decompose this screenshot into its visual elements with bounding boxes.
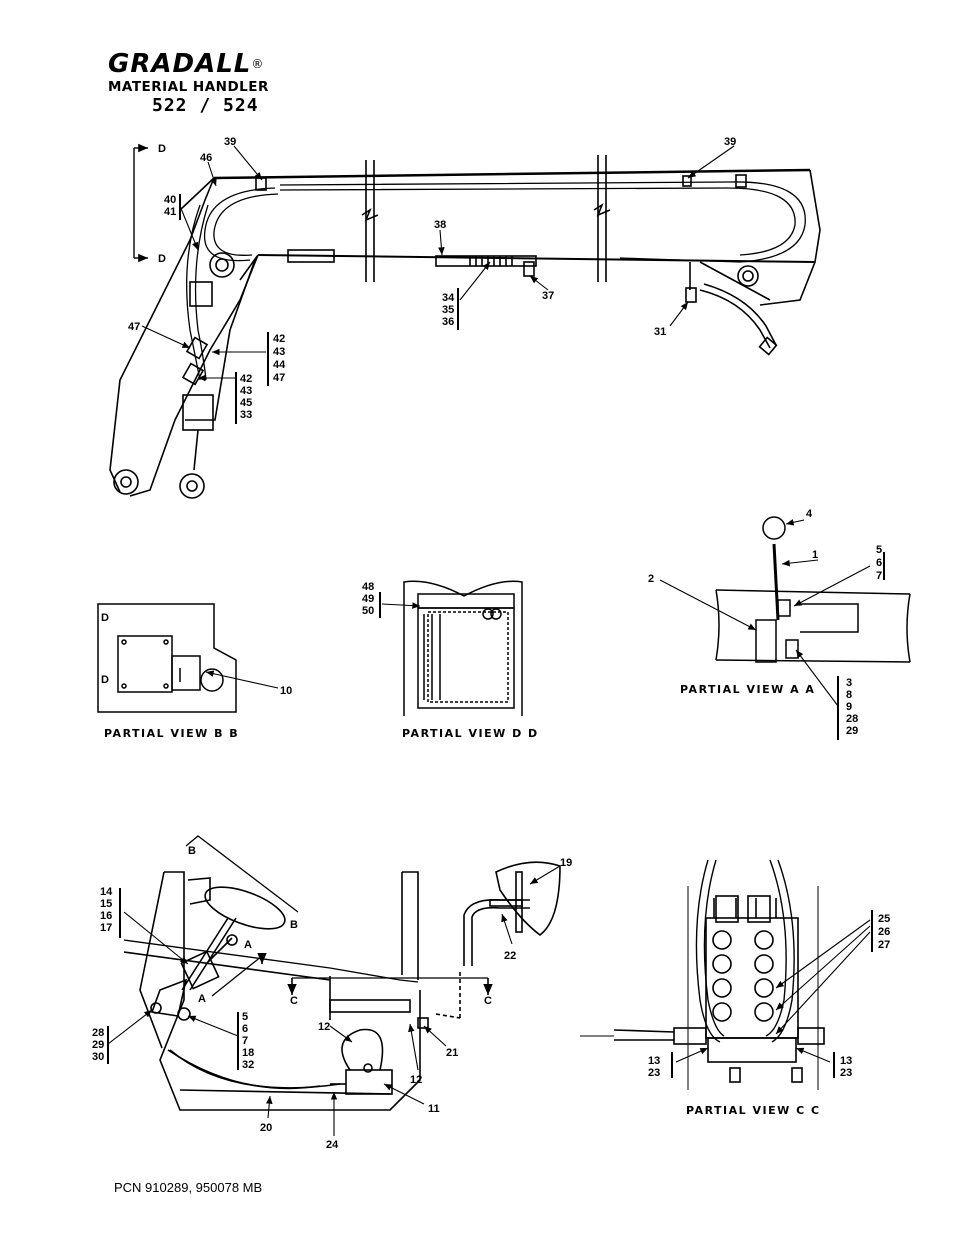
caption-view-bb: PARTIAL VIEW B B <box>104 727 239 740</box>
callout-34: 34 <box>442 292 455 304</box>
section-b-top: B <box>188 845 196 857</box>
callout-12a: 12 <box>318 1021 330 1033</box>
callout-18: 18 <box>242 1047 254 1059</box>
callout-5b: 5 <box>242 1011 248 1023</box>
section-c-left: C <box>290 995 298 1007</box>
callout-7b: 7 <box>242 1035 248 1047</box>
callout-9: 9 <box>846 701 852 713</box>
section-d-top-label: D <box>158 143 166 155</box>
callout-41: 41 <box>164 206 176 218</box>
callout-28b: 28 <box>92 1027 104 1039</box>
callout-4: 4 <box>806 508 813 520</box>
section-d-marker <box>133 143 148 263</box>
callout-6b: 6 <box>242 1023 248 1035</box>
callout-39a: 39 <box>224 136 236 148</box>
bb-d-mark-top: D <box>101 612 109 624</box>
callout-13b: 13 <box>840 1055 852 1067</box>
caption-view-cc: PARTIAL VIEW C C <box>686 1104 821 1117</box>
callout-47a: 47 <box>128 321 140 333</box>
callout-46: 46 <box>200 152 212 164</box>
callout-12b: 12 <box>410 1074 422 1086</box>
callout-23a: 23 <box>648 1067 660 1079</box>
callout-5a: 5 <box>876 544 882 556</box>
callout-30: 30 <box>92 1051 104 1063</box>
cc-leaders <box>671 910 873 1078</box>
callout-49: 49 <box>362 593 374 605</box>
callout-23b: 23 <box>840 1067 852 1079</box>
product-name: MATERIAL HANDLER <box>108 79 269 95</box>
partial-view-dd <box>379 580 523 716</box>
callout-31: 31 <box>654 326 666 338</box>
callout-10: 10 <box>280 685 292 697</box>
footer-pcn: PCN 910289, 950078 MB <box>114 1180 263 1195</box>
brand-logo: GRADALL® <box>108 50 269 78</box>
callout-8: 8 <box>846 689 852 701</box>
callout-42b: 42 <box>240 373 252 385</box>
section-a-bottom: A <box>198 993 206 1005</box>
partial-view-cc <box>580 859 825 1090</box>
cab-leaders <box>107 865 561 1136</box>
callout-39b: 39 <box>724 136 736 148</box>
section-b-bottom: B <box>290 919 298 931</box>
callout-50: 50 <box>362 605 374 617</box>
section-d-bottom-label: D <box>158 253 166 265</box>
callout-21: 21 <box>446 1047 458 1059</box>
callout-36: 36 <box>442 316 454 328</box>
caption-view-aa: PARTIAL VIEW A A <box>680 683 815 696</box>
callout-2: 2 <box>648 573 654 585</box>
callout-40: 40 <box>164 194 176 206</box>
callout-32: 32 <box>242 1059 254 1071</box>
partial-view-aa <box>659 516 911 740</box>
model-number: 522 / 524 <box>152 95 259 116</box>
callout-3: 3 <box>846 677 852 689</box>
partial-view-bb <box>97 603 279 713</box>
callout-33: 33 <box>240 409 252 421</box>
callout-42a: 42 <box>273 333 285 345</box>
callout-27: 27 <box>878 939 890 951</box>
callout-14: 14 <box>100 886 113 898</box>
callout-38: 38 <box>434 219 446 231</box>
callout-13a: 13 <box>648 1055 660 1067</box>
section-a-top: A <box>244 939 252 951</box>
callout-44: 44 <box>273 359 286 371</box>
callout-29b: 29 <box>92 1039 104 1051</box>
callout-7a: 7 <box>876 570 882 582</box>
callout-19: 19 <box>560 857 572 869</box>
callout-1: 1 <box>812 549 818 561</box>
callout-24: 24 <box>326 1139 339 1151</box>
boom-leaders <box>141 145 735 424</box>
callout-11: 11 <box>428 1103 440 1115</box>
bb-d-mark-bottom: D <box>101 674 109 686</box>
callout-6a: 6 <box>876 557 882 569</box>
registered-mark: ® <box>251 57 265 71</box>
boom-assembly <box>109 155 821 499</box>
callout-22: 22 <box>504 950 516 962</box>
callout-35: 35 <box>442 304 454 316</box>
callout-29a: 29 <box>846 725 858 737</box>
callout-28a: 28 <box>846 713 858 725</box>
callout-47b: 47 <box>273 372 285 384</box>
callout-48: 48 <box>362 581 374 593</box>
brand-name: GRADALL <box>108 49 252 79</box>
callout-43b: 43 <box>240 385 252 397</box>
callout-37: 37 <box>542 290 554 302</box>
callout-45: 45 <box>240 397 252 409</box>
callout-20: 20 <box>260 1122 272 1134</box>
caption-view-dd: PARTIAL VIEW D D <box>402 727 539 740</box>
callout-15: 15 <box>100 898 112 910</box>
cab-controls-assembly <box>123 835 561 1111</box>
callout-17: 17 <box>100 922 112 934</box>
callout-16: 16 <box>100 910 112 922</box>
callout-25: 25 <box>878 913 890 925</box>
section-c-right: C <box>484 995 492 1007</box>
callout-43a: 43 <box>273 346 285 358</box>
callout-26: 26 <box>878 926 890 938</box>
header: GRADALL® MATERIAL HANDLER 522 / 524 <box>108 50 269 116</box>
